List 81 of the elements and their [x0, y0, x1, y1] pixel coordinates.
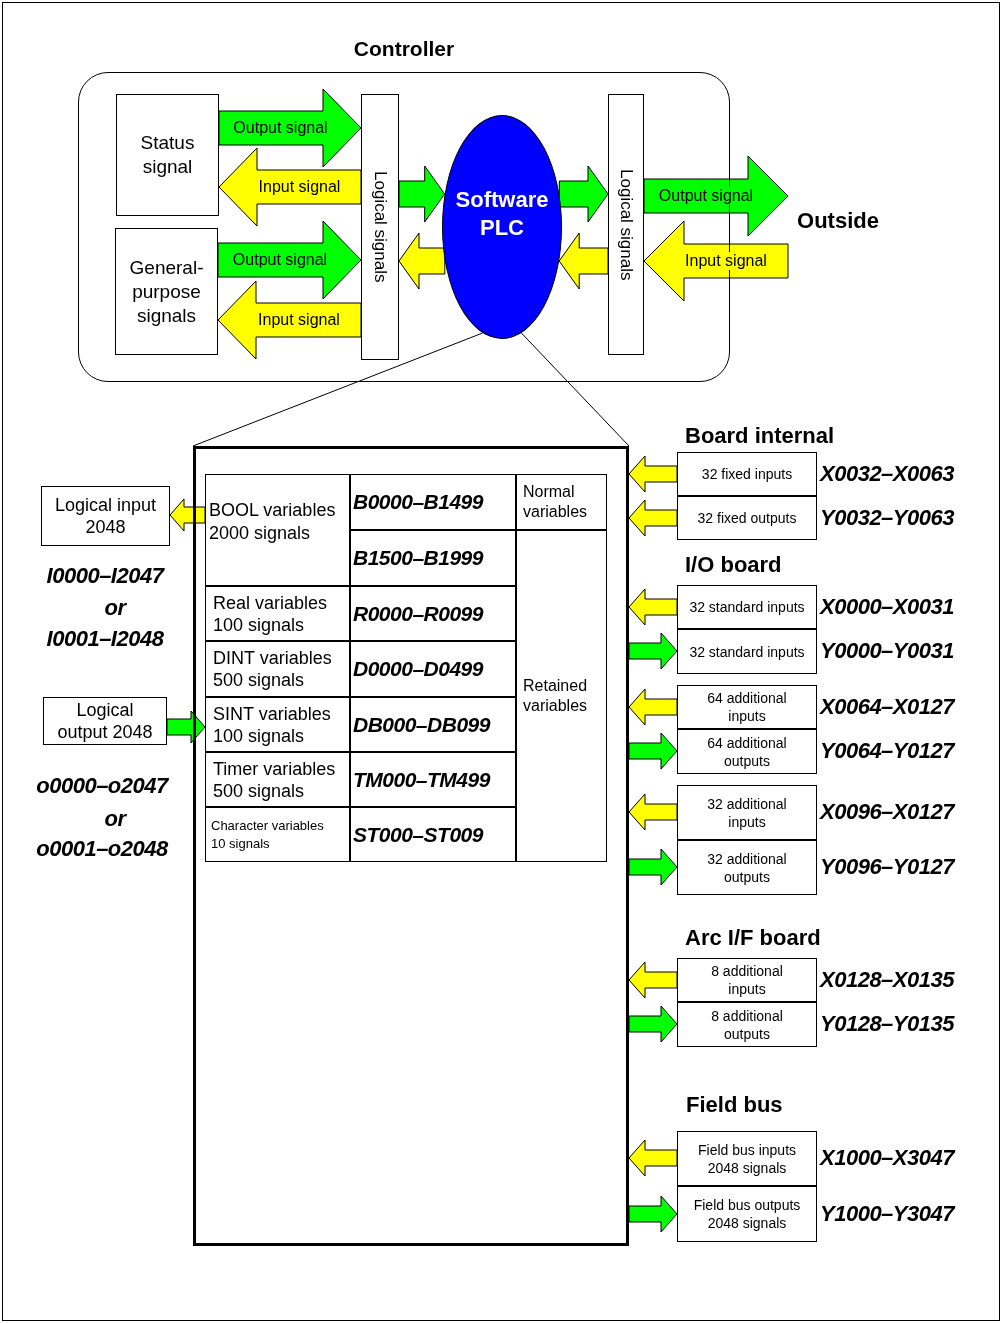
block-arrow	[628, 455, 678, 493]
address-range-cell: ST000–ST009	[350, 807, 516, 862]
address-range-cell: B1500–B1999	[350, 530, 516, 586]
address-range-label: Y1000–Y3047	[820, 1201, 954, 1227]
arrow-label: Output signal	[231, 119, 330, 137]
io-cell: 64 additional inputs	[677, 685, 817, 729]
io-cell: Field bus outputs 2048 signals	[677, 1186, 817, 1242]
address-range-cell: DB000–DB099	[350, 697, 516, 752]
address-range-label: o0000–o2047	[36, 773, 168, 799]
address-range-cell: TM000–TM499	[350, 752, 516, 807]
block-arrow	[169, 498, 206, 532]
block-arrow	[628, 632, 678, 670]
address-range-label: X0128–X0135	[820, 967, 954, 993]
block-arrow	[628, 848, 678, 886]
table-cell: Timer variables 500 signals	[205, 752, 350, 807]
address-range-label: Y0128–Y0135	[820, 1011, 954, 1037]
io-cell: 32 additional inputs	[677, 785, 817, 840]
address-range-label: Y0000–Y0031	[820, 638, 954, 664]
address-range-cell: B0000–B1499	[350, 474, 516, 530]
io-cell: 32 fixed outputs	[677, 496, 817, 540]
signal-block: Status signal	[116, 94, 219, 216]
block-arrow	[628, 1139, 678, 1177]
arrow-label: Input signal	[256, 311, 342, 329]
logical-io-box: Logical input 2048	[41, 486, 170, 546]
section-heading: I/O board	[685, 552, 782, 578]
io-cell: 32 standard inputs	[677, 629, 817, 674]
table-cell: Real variables 100 signals	[205, 586, 350, 641]
logical-signals-bar: Logical signals	[361, 94, 399, 360]
block-arrow	[628, 1005, 678, 1043]
section-heading: Field bus	[686, 1092, 783, 1118]
address-range-label: I0000–I2047	[46, 563, 164, 589]
table-cell: Retained variables	[516, 530, 607, 862]
table-cell: Character variables 10 signals	[205, 807, 350, 862]
section-heading: Board internal	[685, 423, 835, 449]
logical-signals-bar: Logical signals	[608, 94, 644, 355]
address-range-label: Y0096–Y0127	[820, 854, 954, 880]
address-range-label: or	[104, 806, 126, 832]
block-arrow	[628, 793, 678, 831]
block-arrow	[628, 588, 678, 626]
io-cell: 8 additional inputs	[677, 958, 817, 1002]
address-range-label: Y0032–Y0063	[820, 505, 954, 531]
plc-ellipse: Software PLC	[442, 115, 562, 339]
block-arrow	[628, 961, 678, 999]
block-arrow	[558, 165, 609, 223]
io-cell: Field bus inputs 2048 signals	[677, 1131, 817, 1186]
signal-block: General-purpose signals	[115, 228, 218, 355]
address-range-label: o0001–o2048	[36, 836, 168, 862]
table-cell: BOOL variables 2000 signals	[205, 474, 350, 586]
address-range-label: X0032–X0063	[820, 461, 954, 487]
section-heading: Arc I/F board	[685, 925, 821, 951]
block-arrow	[398, 232, 446, 290]
controller-heading: Controller	[352, 37, 456, 61]
table-cell: Normal variables	[516, 474, 607, 530]
block-arrow	[628, 499, 678, 537]
io-cell: 64 additional outputs	[677, 729, 817, 774]
zoom-line	[192, 332, 484, 447]
address-range-label: or	[104, 595, 126, 621]
address-range-cell: D0000–D0499	[350, 641, 516, 697]
arrow-label: Input signal	[683, 252, 769, 270]
address-range-label: I0001–I2048	[46, 626, 164, 652]
block-arrow	[628, 732, 678, 770]
address-range-cell: R0000–R0099	[350, 586, 516, 641]
address-range-label: X0096–X0127	[820, 799, 954, 825]
io-cell: 8 additional outputs	[677, 1002, 817, 1047]
io-cell: 32 standard inputs	[677, 585, 817, 629]
address-range-label: Y0064–Y0127	[820, 738, 954, 764]
address-range-label: X0000–X0031	[820, 594, 954, 620]
outside-text: Outside	[788, 204, 888, 238]
logical-io-box: Logical output 2048	[43, 697, 167, 745]
table-cell: DINT variables 500 signals	[205, 641, 350, 697]
block-arrow	[628, 1195, 678, 1233]
address-range-label: X0064–X0127	[820, 694, 954, 720]
io-cell: 32 additional outputs	[677, 840, 817, 895]
table-cell: SINT variables 100 signals	[205, 697, 350, 752]
io-cell: 32 fixed inputs	[677, 452, 817, 496]
block-arrow	[166, 710, 206, 744]
address-range-label: X1000–X3047	[820, 1145, 954, 1171]
variable-map-frame	[193, 446, 629, 1246]
block-arrow	[558, 232, 609, 290]
block-arrow	[628, 688, 678, 726]
block-arrow	[398, 165, 446, 223]
